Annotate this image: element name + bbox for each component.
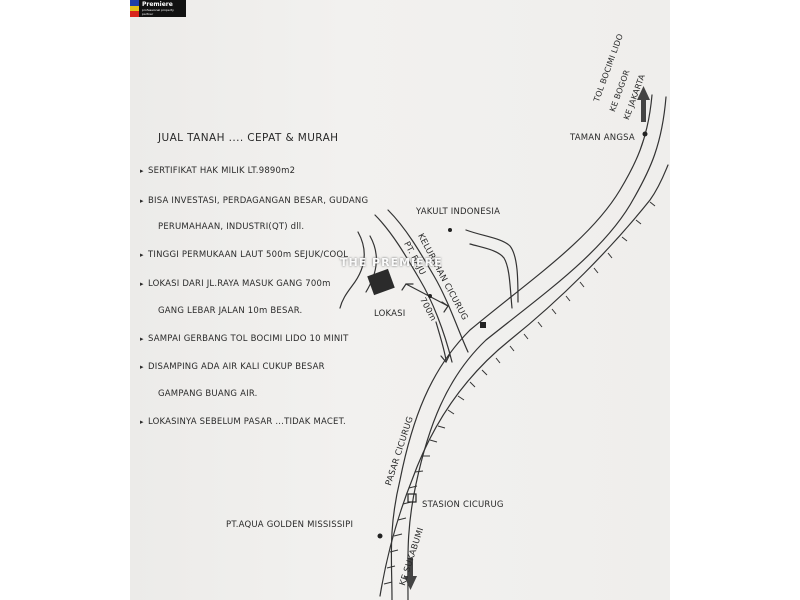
pt-baju-dot xyxy=(428,294,432,298)
direction-arrow xyxy=(435,321,447,361)
bullet-6-cont: GAMPANG BUANG AIR. xyxy=(158,389,258,399)
bullet-4-cont: GANG LEBAR JALAN 10m BESAR. xyxy=(158,306,303,316)
watermark-text: THE PREMIERE xyxy=(340,256,443,269)
stasion-marker xyxy=(407,493,417,503)
bullet-5: ▸SAMPAI GERBANG TOL BOCIMI LIDO 10 MINIT xyxy=(140,334,349,344)
gang-road-right xyxy=(387,209,469,353)
gang-road-left xyxy=(374,214,453,363)
listing-title: JUAL TANAH .... CEPAT & MURAH xyxy=(158,132,339,144)
main-road-right-edge xyxy=(407,96,667,600)
bullet-2: ▸BISA INVESTASI, PERDAGANGAN BESAR, GUDA… xyxy=(140,196,369,206)
arrow-to-sukabumi xyxy=(404,558,417,590)
distance-arrow xyxy=(405,283,449,307)
label-aqua: PT.AQUA GOLDEN MISSISSIPI xyxy=(226,520,354,530)
route-map xyxy=(339,86,669,600)
bullet-7: ▸LOKASINYA SEBELUM PASAR ...TIDAK MACET. xyxy=(140,417,346,427)
railway-ties xyxy=(383,201,656,585)
map-sheet: Premiere professional property partner xyxy=(130,0,670,600)
bullet-3: ▸TINGGI PERMUKAAN LAUT 500m SEJUK/COOL xyxy=(140,250,349,260)
bullet-2-cont: PERUMAHAAN, INDUSTRI(QT) dll. xyxy=(158,222,305,232)
label-yakult: YAKULT INDONESIA xyxy=(416,207,501,217)
bullet-6: ▸DISAMPING ADA AIR KALI CUKUP BESAR xyxy=(140,362,325,372)
river-line xyxy=(339,231,365,309)
yakult-road-left xyxy=(465,229,519,303)
lokasi-marker xyxy=(367,268,395,296)
premiere-logo: Premiere professional property partner xyxy=(130,0,186,18)
label-lokasi: LOKASI xyxy=(374,309,406,319)
yakult-road-right xyxy=(469,243,513,309)
aqua-dot xyxy=(377,533,383,539)
kelurahan-marker xyxy=(480,322,486,328)
logo-subtitle: professional property partner xyxy=(141,8,174,16)
taman-angsa-dot xyxy=(642,131,648,137)
logo-title: Premiere xyxy=(141,1,173,8)
yakult-dot xyxy=(448,228,452,232)
railway-line xyxy=(379,164,669,597)
label-stasion: STASION CICURUG xyxy=(422,500,504,510)
river-line-2 xyxy=(365,235,377,293)
bullet-4: ▸LOKASI DARI JL.RAYA MASUK GANG 700m xyxy=(140,279,331,289)
arrow-to-bogor xyxy=(637,86,650,122)
main-road-left-edge xyxy=(390,94,653,600)
bullet-1: ▸SERTIFIKAT HAK MILIK LT.9890m2 xyxy=(140,166,296,176)
label-taman-angsa: TAMAN ANGSA xyxy=(570,133,635,143)
